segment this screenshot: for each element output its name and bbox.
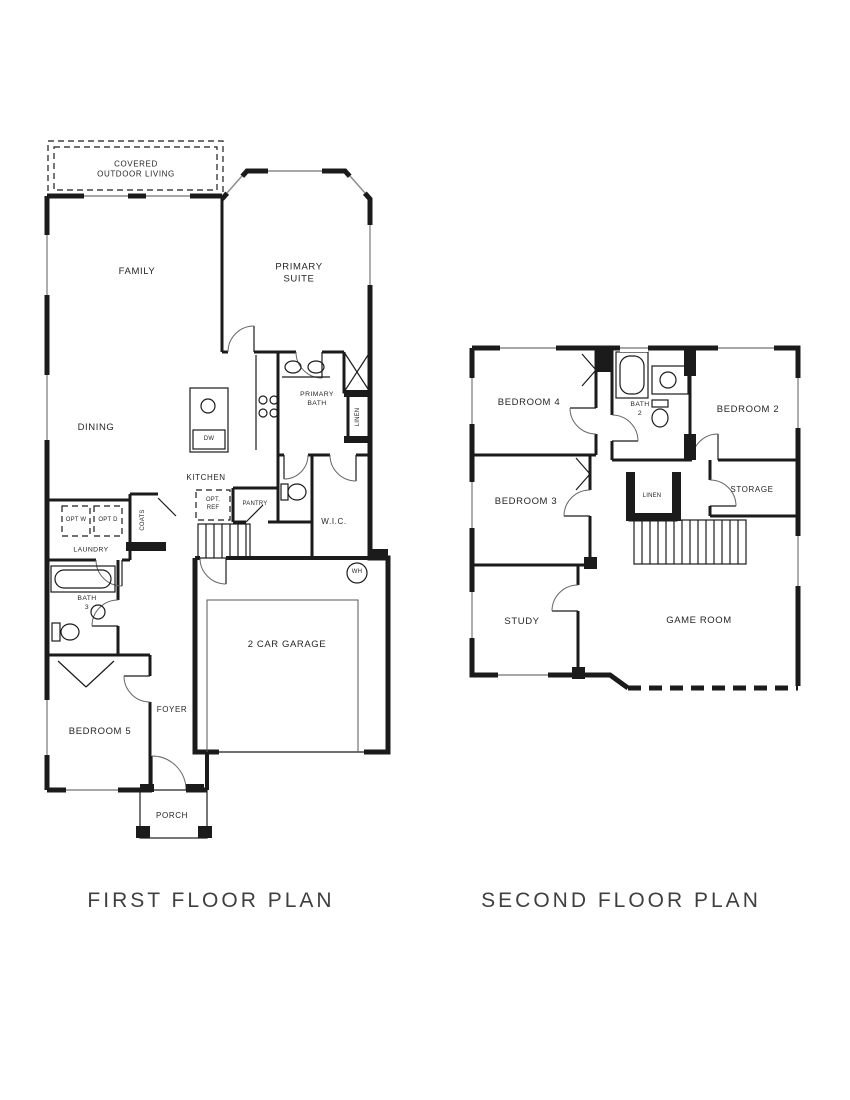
covered-outdoor-living-line2: OUTDOOR LIVING xyxy=(97,170,175,179)
label-wic: W.I.C. xyxy=(321,516,347,526)
primary-suite-line2: SUITE xyxy=(283,274,315,285)
label-primary-bath: PRIMARY BATH xyxy=(300,391,334,409)
second-floor-wall-fills xyxy=(572,350,696,679)
label-opt-ref: OPT. REF xyxy=(206,497,220,513)
label-garage: 2 CAR GARAGE xyxy=(247,638,327,650)
label-linen-2: LINEN xyxy=(642,493,662,500)
second-floor-windows xyxy=(468,344,802,679)
opt-ref-line1: OPT. xyxy=(205,497,221,504)
first-floor-windows xyxy=(43,167,374,794)
primary-suite-line1: PRIMARY xyxy=(275,261,323,273)
label-storage: STORAGE xyxy=(730,484,774,494)
bath3-fixtures xyxy=(50,565,116,642)
label-porch: PORCH xyxy=(156,810,188,820)
label-bedroom4: BEDROOM 4 xyxy=(497,396,561,408)
label-bedroom2: BEDROOM 2 xyxy=(716,403,780,415)
first-floor-plan xyxy=(43,140,391,839)
label-linen-1: LINEN xyxy=(355,407,362,427)
label-opt-w: OPT W xyxy=(65,517,87,524)
label-laundry: LAUNDRY xyxy=(73,546,109,554)
label-dining: DINING xyxy=(77,421,115,433)
label-foyer: FOYER xyxy=(156,704,188,714)
label-bath3: BATH 3 xyxy=(77,595,96,613)
bath2-line2: 2 xyxy=(637,410,643,417)
label-bath2: BATH 2 xyxy=(630,401,649,419)
opt-ref-line2: REF xyxy=(206,505,220,511)
bath2-fixtures xyxy=(615,351,689,428)
label-coats: COATS xyxy=(140,509,147,531)
water-heater xyxy=(346,562,368,584)
label-kitchen: KITCHEN xyxy=(186,472,226,482)
label-dw: DW xyxy=(203,436,215,443)
label-study: STUDY xyxy=(504,615,540,627)
label-wh: WH xyxy=(351,569,363,576)
first-floor-wall-fills xyxy=(126,390,388,838)
second-floor-title: SECOND FLOOR PLAN xyxy=(481,889,761,912)
bath3-line1: BATH xyxy=(77,595,97,603)
label-pantry: PANTRY xyxy=(242,501,268,508)
washer-dryer-boxes xyxy=(61,489,231,537)
label-opt-d: OPT D xyxy=(98,517,118,524)
cooktop xyxy=(255,355,279,450)
first-floor-stairs xyxy=(197,523,251,559)
second-floor-doors xyxy=(551,353,737,612)
label-bedroom5: BEDROOM 5 xyxy=(68,725,132,737)
first-floor-title: FIRST FLOOR PLAN xyxy=(87,889,335,912)
primary-bath-line1: PRIMARY xyxy=(300,391,334,399)
label-family: FAMILY xyxy=(118,265,156,277)
covered-outdoor-living-line1: COVERED xyxy=(114,159,158,169)
porch-outline xyxy=(139,789,208,839)
bath3-line2: 3 xyxy=(84,604,90,611)
label-primary-suite: PRIMARY SUITE xyxy=(275,262,322,287)
label-bedroom3: BEDROOM 3 xyxy=(494,495,558,507)
second-floor-plan xyxy=(468,344,802,691)
garage-inset-line xyxy=(206,599,359,752)
label-game-room: GAME ROOM xyxy=(666,614,732,626)
primary-bath-line2: BATH xyxy=(307,400,327,407)
kitchen-island xyxy=(189,387,229,453)
primary-bath-fixtures xyxy=(280,360,330,501)
bath2-line1: BATH xyxy=(630,401,650,409)
second-floor-stairs xyxy=(633,519,747,565)
covered-outdoor-living-outline xyxy=(47,140,224,197)
label-covered-outdoor-living: COVERED OUTDOOR LIVING xyxy=(97,160,175,181)
first-floor-doors xyxy=(57,325,357,791)
